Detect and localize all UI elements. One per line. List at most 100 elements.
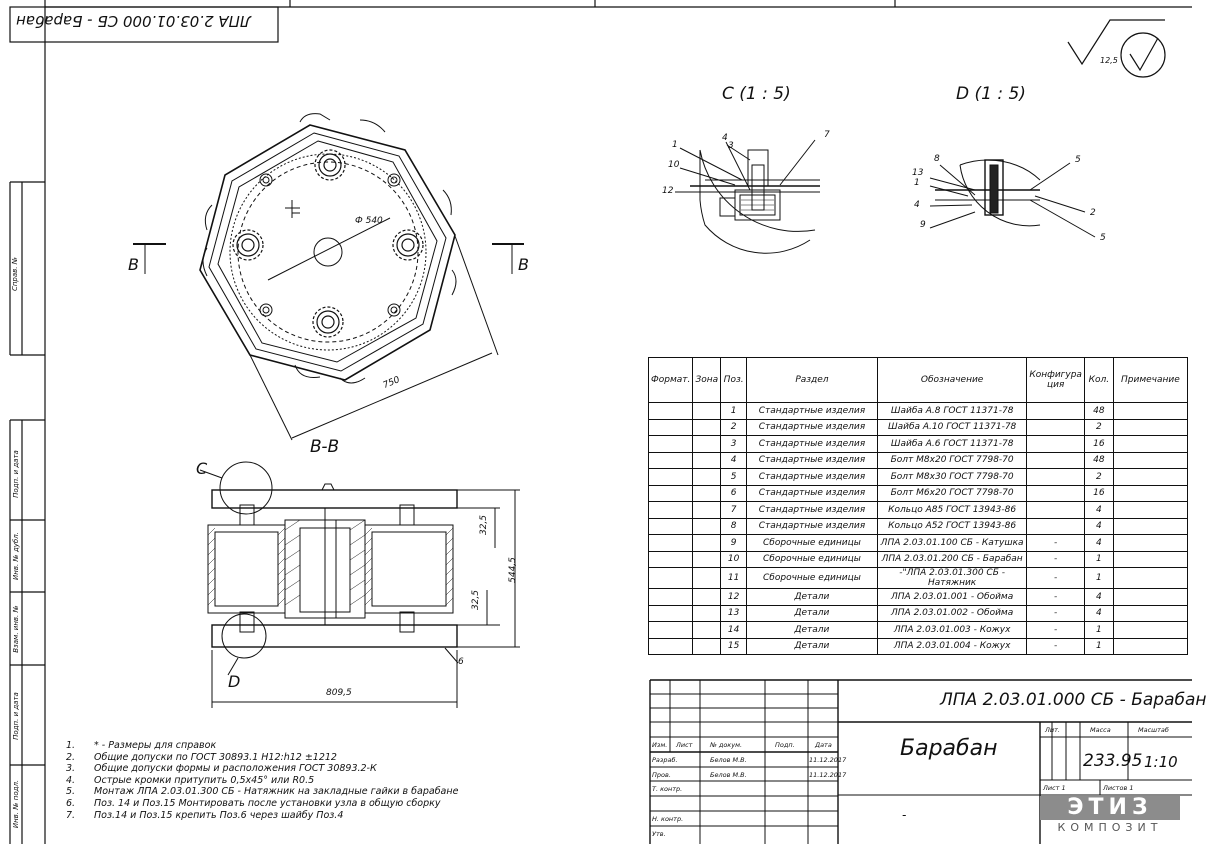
spec-cell-designation: Болт М6х20 ГОСТ 7798-70 — [876, 484, 1028, 502]
callout-d-4: 4 — [914, 200, 920, 210]
dim-32-a: 32,5 — [479, 514, 490, 536]
title-block-scale: 1:10 — [1144, 753, 1178, 771]
spec-cell-designation: -"ЛПА 2.03.01.300 СБ - Натяжник — [876, 567, 1028, 589]
spec-cell-section: Стандартные изделия — [745, 451, 878, 469]
tb-izm: Изм. — [652, 741, 668, 749]
spec-cell-format — [647, 567, 694, 589]
spec-cell-section: Сборочные единицы — [745, 534, 878, 552]
dim-544: 544,5 — [507, 557, 518, 583]
spec-header-note: Примечание — [1112, 357, 1189, 403]
callout-d-1: 1 — [914, 178, 920, 188]
spec-cell-format — [647, 534, 694, 552]
spec-cell-qty: 4 — [1083, 501, 1114, 519]
spec-cell-section: Сборочные единицы — [745, 567, 878, 589]
col-mass: Масса — [1090, 726, 1111, 734]
spec-cell-zone — [692, 517, 722, 535]
spec-cell-zone — [692, 501, 722, 519]
note-number: 2. — [66, 751, 76, 763]
corner-stamp: ЛПА 2.03.01.000 СБ - Барабан — [16, 12, 252, 30]
dim-diameter: Ф 540 — [355, 216, 383, 226]
dim-32-b: 32,5 — [471, 589, 482, 611]
spec-cell-config — [1026, 501, 1085, 519]
title-block-designation: ЛПА 2.03.01.000 СБ - Барабан — [940, 690, 1207, 710]
spec-cell-qty: 2 — [1083, 468, 1114, 486]
spec-cell-pos: 3 — [720, 435, 747, 453]
spec-cell-section: Стандартные изделия — [745, 468, 878, 486]
dim-809: 809,5 — [326, 688, 352, 698]
spec-cell-qty: 2 — [1083, 418, 1114, 436]
spec-cell-config — [1026, 517, 1085, 535]
company-logo: ЭТИЗ КОМПОЗИТ — [1040, 796, 1180, 838]
logo-top-text: ЭТИЗ — [1040, 796, 1180, 820]
spec-cell-pos: 10 — [720, 550, 747, 568]
callout-6: 6 — [458, 657, 464, 667]
tb-tkontr: Т. контр. — [652, 785, 683, 793]
title-block-frame — [649, 679, 1192, 844]
mark-c: C — [196, 459, 208, 478]
spec-cell-section: Детали — [745, 621, 878, 639]
spec-cell-designation: ЛПА 2.03.01.004 - Кожух — [876, 637, 1028, 655]
spec-cell-section: Детали — [745, 637, 878, 655]
note-number: 7. — [66, 809, 76, 821]
section-hatching — [207, 519, 454, 606]
spec-cell-qty: 16 — [1083, 484, 1114, 502]
sheets-label: Листов 1 — [1103, 784, 1134, 792]
spec-cell-pos: 8 — [720, 517, 747, 535]
spec-cell-zone — [692, 621, 722, 639]
note-number: 5. — [66, 786, 76, 798]
spec-cell-qty: 4 — [1083, 534, 1114, 552]
note-number: 1. — [66, 740, 76, 751]
spec-cell-qty: 4 — [1083, 517, 1114, 535]
side-label-5: Инв. № подл. — [12, 779, 21, 829]
spec-cell-qty: 4 — [1083, 604, 1114, 622]
spec-cell-section: Стандартные изделия — [745, 402, 878, 420]
callout-d-5b: 5 — [1100, 233, 1106, 243]
spec-cell-config: - — [1026, 621, 1085, 639]
spec-cell-section: Сборочные единицы — [745, 550, 878, 568]
note-text: Острые кромки притупить 0,5х45° или R0.5 — [94, 774, 315, 786]
spec-cell-designation: Кольцо А52 ГОСТ 13943-86 — [876, 517, 1028, 535]
spec-cell-designation: ЛПА 2.03.01.002 - Обойма — [876, 604, 1028, 622]
spec-cell-pos: 9 — [720, 534, 747, 552]
spec-cell-config — [1026, 484, 1085, 502]
spec-cell-format — [647, 637, 694, 655]
side-label-0: Справ. № — [11, 256, 20, 292]
spec-cell-pos: 14 — [720, 621, 747, 639]
spec-cell-format — [647, 517, 694, 535]
callout-c-3: 3 — [728, 141, 734, 151]
logo-bottom-text: КОМПОЗИТ — [1057, 821, 1163, 834]
col-lit: Лит. — [1045, 726, 1060, 734]
spec-cell-qty: 1 — [1083, 637, 1114, 655]
sheet-label: Лист 1 — [1043, 784, 1066, 792]
spec-cell-config: - — [1026, 604, 1085, 622]
tb-prov-date: 11.12.2017 — [809, 771, 847, 779]
spec-cell-config — [1026, 435, 1085, 453]
spec-cell-note — [1112, 534, 1189, 552]
tb-prov-name: Белов М.В. — [710, 771, 747, 779]
spec-cell-designation: Шайба А.6 ГОСТ 11371-78 — [876, 435, 1028, 453]
note-number: 4. — [66, 774, 76, 786]
spec-cell-note — [1112, 451, 1189, 469]
spec-cell-zone — [692, 451, 722, 469]
callout-c-1: 1 — [672, 140, 678, 150]
callout-d-13: 13 — [912, 168, 924, 178]
tb-date: Дата — [815, 741, 832, 749]
spec-cell-config — [1026, 451, 1085, 469]
detail-d-title: D (1 : 5) — [956, 84, 1026, 104]
spec-header-qty: Кол. — [1083, 357, 1114, 403]
spec-cell-note — [1112, 484, 1189, 502]
spec-cell-section: Детали — [745, 604, 878, 622]
spec-header-format: Формат. — [647, 357, 694, 403]
side-label-3: Взам. инв. № — [11, 605, 20, 653]
spec-cell-designation: ЛПА 2.03.01.001 - Обойма — [876, 588, 1028, 606]
